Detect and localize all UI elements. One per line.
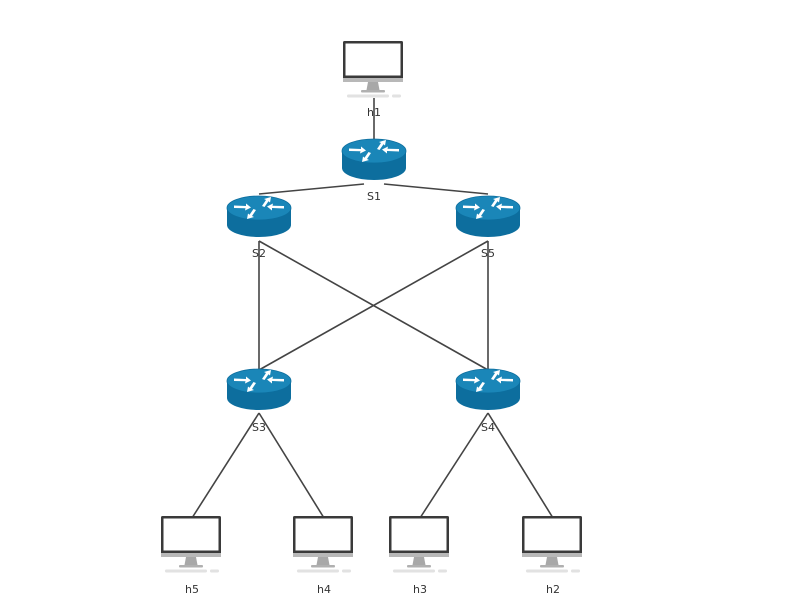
router-icon [455, 368, 521, 411]
node-label-s2: S2 [252, 247, 266, 260]
node-label-s1: S1 [367, 190, 381, 203]
node-label-s3: S3 [252, 421, 266, 434]
link-s4-h2 [487, 412, 554, 519]
link-s3-h4 [258, 412, 325, 519]
desktop-computer-icon [293, 516, 353, 573]
node-label-h4: h4 [317, 583, 331, 596]
router-icon [455, 195, 521, 238]
node-s2: S2 [226, 195, 292, 260]
link-s1-s5 [383, 183, 489, 195]
node-label-s4: S4 [481, 421, 495, 434]
node-s4: S4 [455, 368, 521, 434]
node-label-h2: h2 [546, 583, 560, 596]
node-label-h5: h5 [185, 583, 199, 596]
node-h3: h3 [389, 516, 449, 596]
node-h4: h4 [293, 516, 353, 596]
desktop-computer-icon [389, 516, 449, 573]
link-s5-s3 [258, 240, 489, 371]
link-s4-h3 [419, 412, 489, 519]
router-icon [226, 195, 292, 238]
link-s3-h5 [191, 412, 260, 519]
node-h5: h5 [161, 516, 221, 596]
link-s1-s2 [258, 183, 365, 195]
node-label-h3: h3 [413, 583, 427, 596]
node-s1: S1 [341, 138, 407, 203]
desktop-computer-icon [522, 516, 582, 573]
node-label-s5: S5 [481, 247, 495, 260]
node-s3: S3 [226, 368, 292, 434]
node-label-h1: h1 [367, 106, 381, 119]
node-h2: h2 [522, 516, 582, 596]
desktop-computer-icon [343, 41, 403, 98]
desktop-computer-icon [161, 516, 221, 573]
node-s5: S5 [455, 195, 521, 260]
router-icon [341, 138, 407, 181]
node-h1: h1 [343, 41, 403, 119]
router-icon [226, 368, 292, 411]
links-layer [191, 98, 554, 519]
